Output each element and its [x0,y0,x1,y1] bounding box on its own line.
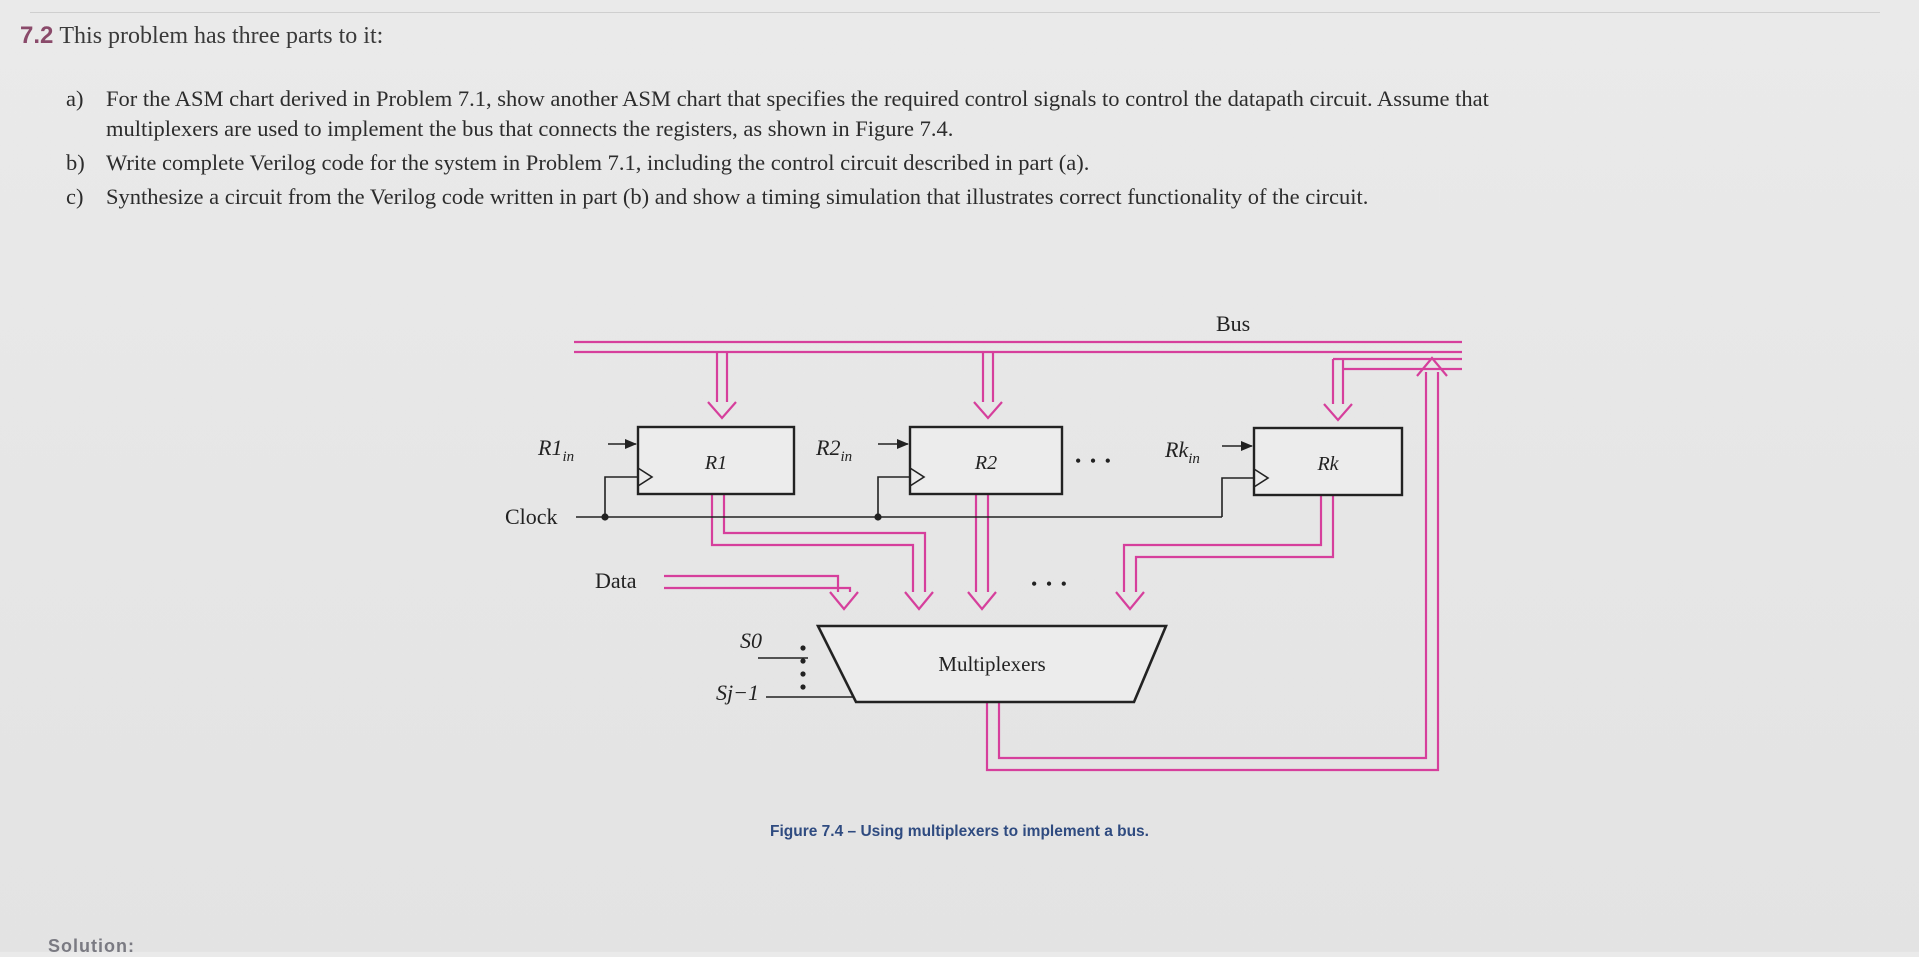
data-label: Data [595,568,637,593]
register-rk [1252,426,1404,497]
register-r2 [908,425,1064,496]
bus-label: Bus [1216,311,1250,336]
multiplexer-block [815,624,1168,704]
clock-triangles [637,467,1270,488]
select-dots [800,645,806,690]
clock-wires [576,439,1254,698]
r1-output [710,495,927,592]
bus-drop-r2-arrow [973,401,1003,420]
r2-clock-triangle [909,467,926,487]
part-b-text: Write complete Verilog code for the syst… [106,150,1090,175]
clock-label: Clock [505,504,558,529]
register-r1 [636,425,796,496]
register-rk-label: Rk [1316,453,1339,475]
bus-drop-r2 [981,352,995,402]
bus-drop-r1 [715,352,729,402]
r2-output-arrow [967,591,997,611]
r1-clock-triangle [637,467,654,487]
problem-intro: This problem has three parts to it: [59,23,384,49]
rk-output-arrow [1115,591,1145,611]
data-input-arrow [829,591,859,611]
rk-output [1122,496,1335,592]
r1-enable-label: R1in [537,435,574,465]
r2-output [974,495,990,592]
mux-feedback-arrow [1416,356,1448,377]
r2-clock-wire [877,476,910,517]
part-c: c) Synthesize a circuit from the Verilog… [66,182,1806,212]
part-a-line1: For the ASM chart derived in Problem 7.1… [106,86,1489,111]
data-input [664,574,852,592]
s0-label: S0 [740,628,762,653]
rk-clock-triangle [1253,468,1270,488]
rk-clock-wire [1221,477,1254,517]
problem-parts: a) For the ASM chart derived in Problem … [66,84,1806,216]
registers [636,425,1404,497]
mux-input-ellipsis: • • • [1031,574,1069,594]
problem-number: 7.2 [20,22,54,49]
part-b: b) Write complete Verilog code for the s… [66,148,1806,178]
clock-junction-2 [874,513,882,521]
part-a-label: a) [66,86,84,111]
bus-drop-r1-arrow [707,401,737,420]
clock-junction-1 [601,513,609,521]
bus-drop-rk [1331,357,1462,404]
part-a: a) For the ASM chart derived in Problem … [66,84,1806,144]
mux-label: Multiplexers [938,652,1045,676]
part-b-label: b) [66,150,85,175]
r1-output-arrow [904,591,934,611]
bus-line [574,340,1462,354]
figure-caption: Figure 7.4 – Using multiplexers to imple… [770,823,1149,840]
part-c-label: c) [66,184,84,209]
rk-enable-label: Rkin [1164,437,1200,467]
register-r2-label: R2 [974,452,997,474]
register-ellipsis: • • • [1075,451,1113,471]
solution-heading-cutoff: Solution: [48,936,135,956]
sj1-label: Sj−1 [716,680,759,705]
register-r1-label: R1 [704,452,727,474]
bus-drop-rk-arrow [1323,403,1353,422]
top-rule [30,12,1880,13]
part-c-text: Synthesize a circuit from the Verilog co… [106,184,1369,209]
mux-feedback [985,372,1440,772]
part-a-line2: multiplexers are used to implement the b… [106,116,954,141]
r2-enable-label: R2in [815,435,852,465]
r1-clock-wire [604,476,638,517]
bus-wires [574,340,1462,772]
